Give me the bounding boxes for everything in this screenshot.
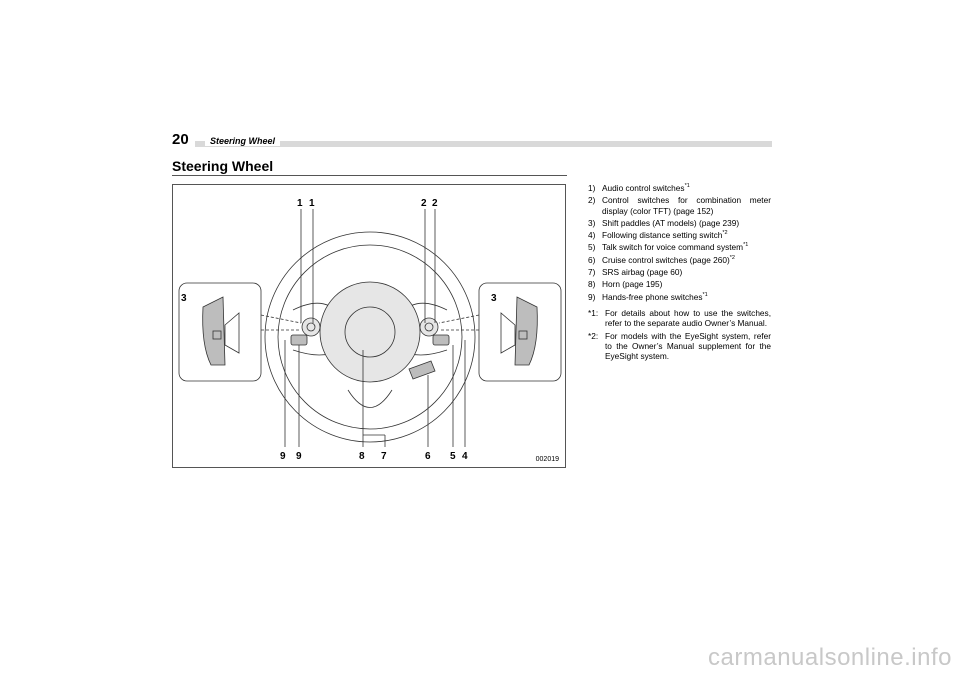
title-rule xyxy=(172,175,567,176)
right-paddle-inset xyxy=(478,282,562,382)
following-distance-switch xyxy=(432,334,450,346)
callout-2a: 2 xyxy=(421,198,427,209)
callout-5: 5 xyxy=(450,451,456,462)
footnote: *1: For details about how to use the swi… xyxy=(588,307,771,329)
callout-9b: 9 xyxy=(296,451,302,462)
cruise-lever xyxy=(408,360,436,380)
callout-2b: 2 xyxy=(432,198,438,209)
page-number: 20 xyxy=(172,131,195,148)
footnote: *2: For models with the EyeSight system,… xyxy=(588,330,771,362)
section-title: Steering Wheel xyxy=(172,158,274,174)
running-title: Steering Wheel xyxy=(205,136,281,146)
list-item: 1) Audio control switches*1 xyxy=(588,183,690,193)
header-bar xyxy=(172,141,772,147)
left-paddle-button xyxy=(212,330,222,340)
right-switch-center xyxy=(424,322,434,332)
list-item: 3) Shift paddles (AT models) (page 239) xyxy=(588,217,740,228)
list-item: 6) Cruise control switches (page 260)*2 xyxy=(588,254,735,265)
wheel-rim-inner xyxy=(277,244,463,430)
list-item: 2) Control switches for combination mete… xyxy=(588,195,771,216)
right-paddle-button xyxy=(518,330,528,340)
list-item: 9) Hands-free phone switches*1 xyxy=(588,291,708,302)
footnotes: *1: For details about how to use the swi… xyxy=(588,308,771,361)
phone-switch xyxy=(290,334,308,346)
callout-8: 8 xyxy=(359,451,365,462)
watermark: carmanualsonline.info xyxy=(708,644,952,671)
bottom-spoke xyxy=(347,389,393,408)
right-paddle-arrow xyxy=(500,312,516,354)
left-paddle-arrow xyxy=(224,312,240,354)
list-item: 7) SRS airbag (page 60) xyxy=(588,267,683,278)
list-item: 8) Horn (page 195) xyxy=(588,279,663,290)
figure-code: 002019 xyxy=(535,456,559,463)
callout-9a: 9 xyxy=(280,451,286,462)
right-switch-cluster xyxy=(419,317,439,337)
left-paddle-inset xyxy=(178,282,262,382)
callout-1b: 1 xyxy=(309,198,315,209)
steering-wheel-figure: 1 1 2 2 3 3 9 9 8 7 6 5 4 002019 xyxy=(172,184,566,468)
callout-6: 6 xyxy=(425,451,431,462)
horn-center xyxy=(344,306,396,358)
callout-3-right: 3 xyxy=(491,293,497,304)
left-switch-center xyxy=(306,322,316,332)
callout-3-left: 3 xyxy=(181,293,187,304)
callout-4: 4 xyxy=(462,451,468,462)
callout-7: 7 xyxy=(381,451,387,462)
wheel-rim-outer xyxy=(264,231,476,443)
left-switch-cluster xyxy=(301,317,321,337)
airbag-pad xyxy=(319,281,421,383)
callout-1a: 1 xyxy=(297,198,303,209)
items-list: 1) Audio control switches*1 2) Control s… xyxy=(588,183,771,302)
list-item: 4) Following distance setting switch*2 xyxy=(588,230,728,241)
legend-column: 1) Audio control switches*1 2) Control s… xyxy=(588,183,771,361)
steering-wheel-illustration: 1 1 2 2 3 3 9 9 8 7 6 5 4 xyxy=(178,198,562,462)
list-item: 5) Talk switch for voice command system*… xyxy=(588,242,749,253)
